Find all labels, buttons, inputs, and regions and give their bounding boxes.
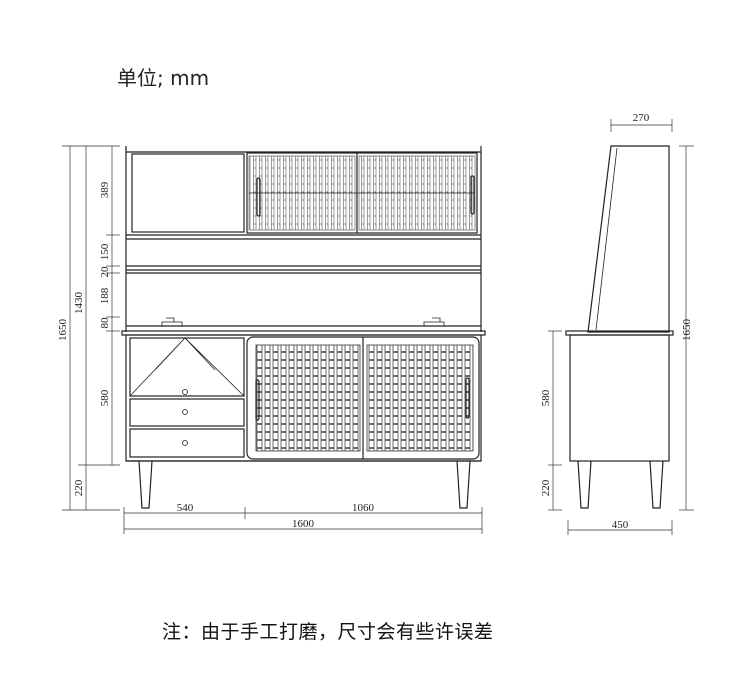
knob-icon [182,440,188,446]
side-view [565,145,674,509]
dim-right-width: 1060 [352,502,375,514]
dim-cabinet: 580 [99,389,111,406]
dim-top-section: 389 [99,181,111,198]
drawer-1 [129,398,245,427]
knob-icon [182,389,188,395]
leg [138,460,153,509]
dim-shelf-board: 20 [99,266,111,278]
side-dim-total-height: 1650 [681,319,693,342]
dim-flap-section: 188 [99,287,111,304]
side-dim-bottom-depth: 450 [612,519,629,531]
front-view [121,146,486,509]
dim-shelf-gap: 150 [99,243,111,260]
dim-total-width: 1600 [292,518,315,530]
side-dim-legs: 220 [540,479,552,496]
dim-upper-height: 1430 [73,292,85,315]
tolerance-note: 注：由于手工打磨，尺寸会有些许误差 [162,621,494,643]
dim-counter: 80 [99,317,111,329]
handle-icon [465,377,470,419]
dim-left-width: 540 [177,502,194,514]
handle-icon [256,177,261,217]
leg [456,460,471,509]
side-dim-cabinet: 580 [540,389,552,406]
dim-total-height: 1650 [57,319,69,342]
drawer-2 [129,428,245,458]
knob-icon [182,409,188,415]
side-dim-top-depth: 270 [633,112,650,124]
left-rattan-door [129,337,245,397]
top-left-panel [131,153,245,233]
handle-icon [255,379,260,421]
handle-icon [470,175,475,215]
dim-legs: 220 [73,479,85,496]
top-glass-doors [246,152,478,234]
unit-label: 单位; mm [117,66,210,90]
